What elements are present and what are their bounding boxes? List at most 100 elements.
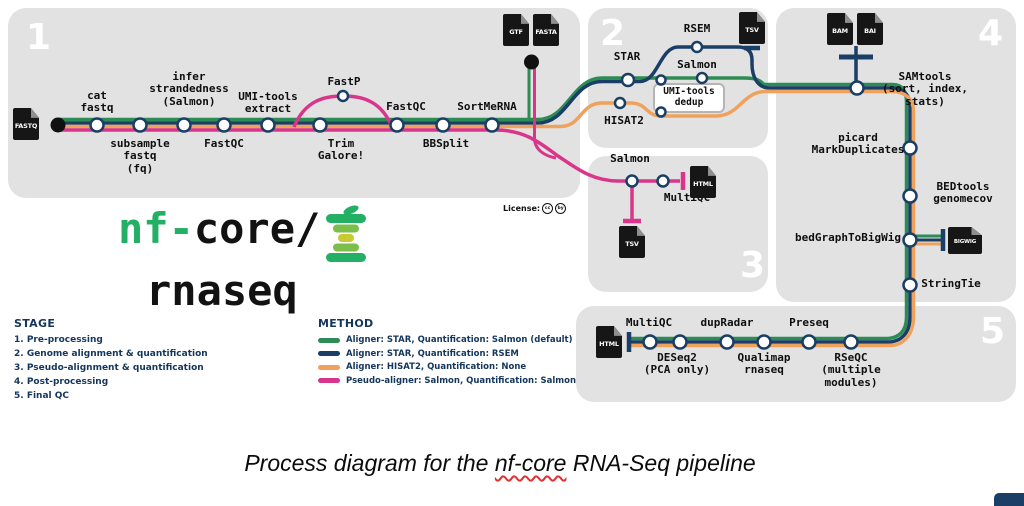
method-legend-item-4: Pseudo-aligner: Salmon, Quantification: … [318,375,576,386]
window-corner-artifact [994,493,1024,506]
method-swatch-navy [318,351,340,357]
label-picard: picard MarkDuplicates [811,131,905,157]
file-type-label: TSV [625,240,639,248]
label-trim-galore: Trim Galore! [317,137,365,163]
license-label: License: [503,203,541,213]
fasta-file-icon: FASTA [533,14,559,46]
tsv-file-icon-stage3: TSV [619,226,645,258]
station-multiqc-stage5 [642,334,658,350]
folded-corner-icon [636,226,645,236]
station-preseq [801,334,817,350]
html-file-icon-stage3: HTML [690,166,716,198]
folded-corner-icon [844,13,853,23]
stage-legend: STAGE 1. Pre-processing 2. Genome alignm… [14,318,208,401]
nf-core-logo: nf-core/ rnaseq [118,204,369,315]
method-swatch-green [318,337,340,343]
metro-lines-svg [50,40,946,352]
station-fastqc-b [389,117,405,133]
station-samtools [849,80,865,96]
label-deseq2: DESeq2 (PCA only) [643,351,711,377]
logo-line-1: nf-core/ [118,204,369,262]
logo-text-nf: nf- [118,204,194,253]
label-rsem: RSEM [683,22,711,35]
stage-box-3 [588,156,768,292]
station-rseqc [843,334,859,350]
label-umi-extract: UMI-tools extract [238,90,298,116]
file-type-label: HTML [599,340,619,348]
file-type-label: GTF [509,28,523,36]
label-preseq: Preseq [789,316,829,329]
label-multiqc-stage5: MultiQC [625,316,673,329]
label-rseqc: RSeQC (multiple modules) [821,351,881,389]
label-umi-dedup: UMI-tools dedup [663,86,715,108]
cc-license-icon: cc [542,203,554,214]
station-star [620,72,636,88]
station-umi-extract [260,117,276,133]
station-cat-fastq [89,117,105,133]
terminal-genome-input [524,54,539,70]
stage-legend-item-4: 4. Post-processing [14,377,109,387]
label-samtools: SAMtools (sort, index, stats) [881,70,969,108]
gtf-file-icon: GTF [503,14,529,46]
station-deseq2 [672,334,688,350]
html-file-icon-stage5: HTML [596,326,622,358]
bai-file-icon: BAI [857,13,883,45]
caption: Process diagram for the nf-core RNA-Seq … [0,449,1000,479]
method-legend-title: METHOD [318,317,374,330]
method-label: Pseudo-aligner: Salmon, Quantification: … [346,375,576,386]
label-salmon-stage2: Salmon [677,58,717,71]
folded-corner-icon [550,14,559,24]
label-sortmerna: SortMeRNA [457,100,517,113]
label-subsample: subsample fastq (fq) [110,137,170,175]
stage-legend-item-2: 2. Genome alignment & quantification [14,349,208,359]
station-infer-strandedness [176,117,192,133]
stage-number-1: 1 [26,17,52,58]
caption-text-pre: Process diagram for the [244,450,495,476]
logo-text-rnaseq: rnaseq [146,266,298,315]
label-bedtools: BEDtools genomecov [933,180,993,206]
label-fastp: FastP [327,75,361,88]
folded-corner-icon [520,14,529,24]
license-note: License: cc by [503,203,567,214]
station-rsem [690,40,704,54]
label-fastqc-b: FastQC [386,100,426,113]
stage-legend-item-3: 3. Pseudo-alignment & quantification [14,363,204,373]
station-umi-dedup-top [655,74,667,86]
method-legend: METHOD Aligner: STAR, Quantification: Sa… [318,318,576,385]
label-qualimap: Qualimap rnaseq [737,351,791,377]
method-legend-item-1: Aligner: STAR, Quantification: Salmon (d… [318,336,576,345]
logo-text-core: core/ [193,204,321,253]
station-bedgraphtobigwig [902,232,918,248]
label-star: STAR [613,50,641,63]
label-dupradar: dupRadar [700,316,754,329]
stage-legend-title: STAGE [14,317,56,330]
station-subsample [132,117,148,133]
stage-box-1 [8,8,580,198]
umi-dedup-box [653,83,725,113]
station-hisat2 [613,96,627,110]
file-type-label: TSV [745,26,759,34]
station-stringtie [902,277,918,293]
method-label: Aligner: STAR, Quantification: Salmon (d… [346,335,573,345]
folded-corner-icon [874,13,883,23]
method-legend-item-2: Aligner: STAR, Quantification: RSEM [318,349,576,359]
label-bbsplit: BBSplit [422,137,470,150]
station-bedtools [902,188,918,204]
label-bedgraphtobigwig: bedGraphToBigWig [795,231,901,244]
bigwig-file-icon: BIGWIG [948,227,982,254]
folded-corner-icon [971,227,982,236]
station-picard [902,140,918,156]
station-fastqc-a [216,117,232,133]
stage-legend-item-5: 5. Final QC [14,391,70,401]
file-type-label: FASTQ [14,122,38,130]
station-sortmerna [484,117,500,133]
label-infer-strandedness: infer strandedness (Salmon) [149,70,229,108]
method-label: Aligner: HISAT2, Quantification: None [346,362,527,372]
station-qualimap [756,334,772,350]
folded-corner-icon [756,12,765,22]
file-type-label: BAI [864,27,876,35]
apple-core-icon [326,205,367,262]
stage-number-3: 3 [740,245,766,286]
stage-number-5: 5 [980,311,1006,352]
line-green [58,76,909,341]
